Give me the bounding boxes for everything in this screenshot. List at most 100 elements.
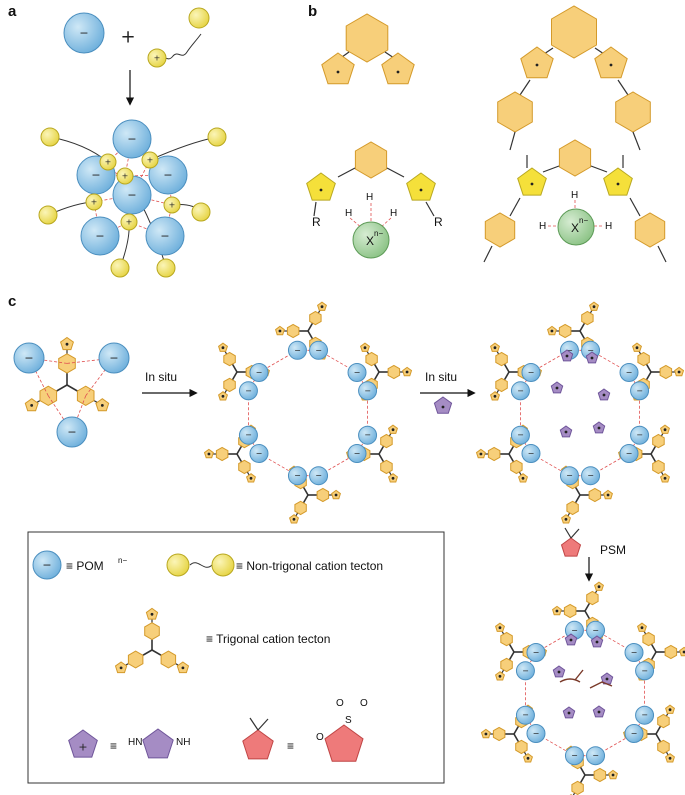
- cation-tail-sphere: [110, 258, 130, 278]
- imidazolium-ring: [433, 396, 453, 414]
- hexagon-ring: [215, 446, 229, 462]
- minus-icon: −: [571, 626, 578, 635]
- hexagon-ring: [563, 603, 577, 619]
- cation-dot: [320, 305, 324, 309]
- psm-label: PSM: [600, 543, 626, 557]
- r-group-right: R: [434, 215, 443, 229]
- plus-icon: +: [120, 27, 135, 48]
- hexagon-ring: [566, 500, 579, 516]
- pentagon-ring: [321, 52, 355, 85]
- pom-sphere: [347, 443, 367, 463]
- ion-assembly: −−−−−−++++++: [38, 119, 227, 278]
- legend-pom: ≡ POM: [66, 559, 104, 573]
- cation-tail: [149, 136, 218, 161]
- network-3: −−−−−−−−−−−−: [480, 581, 685, 795]
- imidazolium-ring: [68, 729, 98, 758]
- pom-sphere: [635, 705, 655, 725]
- pom-sphere: [98, 342, 130, 374]
- legend: −+: [32, 550, 364, 762]
- cation-dot: [221, 346, 225, 350]
- pom-sphere: [63, 12, 105, 54]
- h-atom: H: [571, 190, 578, 201]
- panel-label-a: a: [8, 3, 17, 20]
- hexagon-ring: [657, 739, 670, 755]
- h-bond-line: [349, 217, 363, 229]
- minus-icon: −: [522, 711, 529, 720]
- pom-sphere: [581, 466, 601, 486]
- sultone-ring: [324, 724, 364, 762]
- pom-sphere: [521, 363, 541, 383]
- hexagon-ring: [144, 622, 160, 641]
- cation-dot: [526, 756, 530, 760]
- minus-icon: −: [626, 368, 633, 377]
- legend-pom-sup: n−: [118, 556, 127, 565]
- h-atom: H: [390, 208, 397, 219]
- pom-sphere: [148, 155, 188, 195]
- minus-icon: −: [315, 471, 322, 480]
- bond-line: [590, 165, 608, 173]
- cation-dot: [100, 404, 104, 407]
- cation-tail-sphere: [207, 127, 227, 147]
- minus-icon: −: [641, 711, 648, 720]
- minus-icon: −: [571, 751, 578, 760]
- cation-dot: [606, 493, 610, 497]
- cation-dot: [181, 666, 185, 670]
- legend-non-trigonal: ≡ Non-trigonal cation tecton: [236, 559, 383, 573]
- minus-icon: −: [636, 386, 643, 395]
- pom-sphere: [564, 746, 584, 766]
- minus-icon: −: [294, 346, 301, 355]
- minus-icon: −: [91, 169, 100, 182]
- cation-dot: [221, 394, 225, 398]
- minus-icon: −: [245, 431, 252, 440]
- bond-line: [249, 717, 259, 731]
- pentagon-ring: [594, 46, 628, 79]
- cation-dot: [249, 476, 253, 480]
- minus-icon: −: [354, 449, 361, 458]
- hexagon-ring: [294, 500, 307, 516]
- cation-dot: [319, 188, 323, 192]
- minus-icon: −: [587, 471, 594, 480]
- hexagon-ring: [500, 631, 513, 647]
- pom-sphere: [526, 723, 546, 743]
- cation-dot: [668, 708, 672, 712]
- bond-line: [570, 528, 580, 539]
- plus-icon: +: [154, 54, 161, 63]
- pentagon-ring: [603, 167, 633, 196]
- minus-icon: −: [528, 368, 535, 377]
- legend-nh: NH: [176, 737, 190, 748]
- cation-dot: [565, 354, 569, 358]
- hexagon-ring: [510, 459, 523, 475]
- minus-icon: −: [245, 386, 252, 395]
- hexagon-ring: [354, 141, 388, 179]
- minus-icon: −: [354, 368, 361, 377]
- pom-sphere: [238, 425, 258, 445]
- h-atom: H: [366, 192, 373, 203]
- cation-dot: [590, 356, 594, 360]
- cation-dot: [564, 430, 568, 434]
- minus-icon: −: [364, 386, 371, 395]
- cation-dot: [292, 517, 296, 521]
- hexagon-ring: [223, 351, 236, 367]
- cation-dot: [663, 428, 667, 432]
- hexagon-ring: [558, 139, 592, 177]
- pom-sphere: [249, 443, 269, 463]
- cation-dot: [682, 650, 685, 654]
- minus-icon: −: [631, 729, 638, 738]
- hexagon-ring: [637, 351, 650, 367]
- pom-sphere: [309, 466, 329, 486]
- cation-dot: [30, 404, 34, 407]
- pom-sphere: [521, 443, 541, 463]
- panel-c: −−− In situ −−−−−−−−−−−− In situ −−−−−−−…: [13, 301, 685, 795]
- pom-sphere: [112, 119, 152, 159]
- h-atom: H: [605, 221, 612, 232]
- cation-dot: [597, 426, 601, 430]
- cation-dot: [498, 626, 502, 630]
- cation-tail-sphere: [38, 205, 58, 225]
- h-bond-line: [66, 357, 115, 364]
- minus-icon: −: [109, 352, 118, 365]
- pom-sphere: [358, 381, 378, 401]
- cation-head-charged: [166, 553, 190, 577]
- anion-label-2: X: [571, 221, 579, 235]
- minus-icon: −: [626, 449, 633, 458]
- hexagon-ring: [380, 433, 393, 449]
